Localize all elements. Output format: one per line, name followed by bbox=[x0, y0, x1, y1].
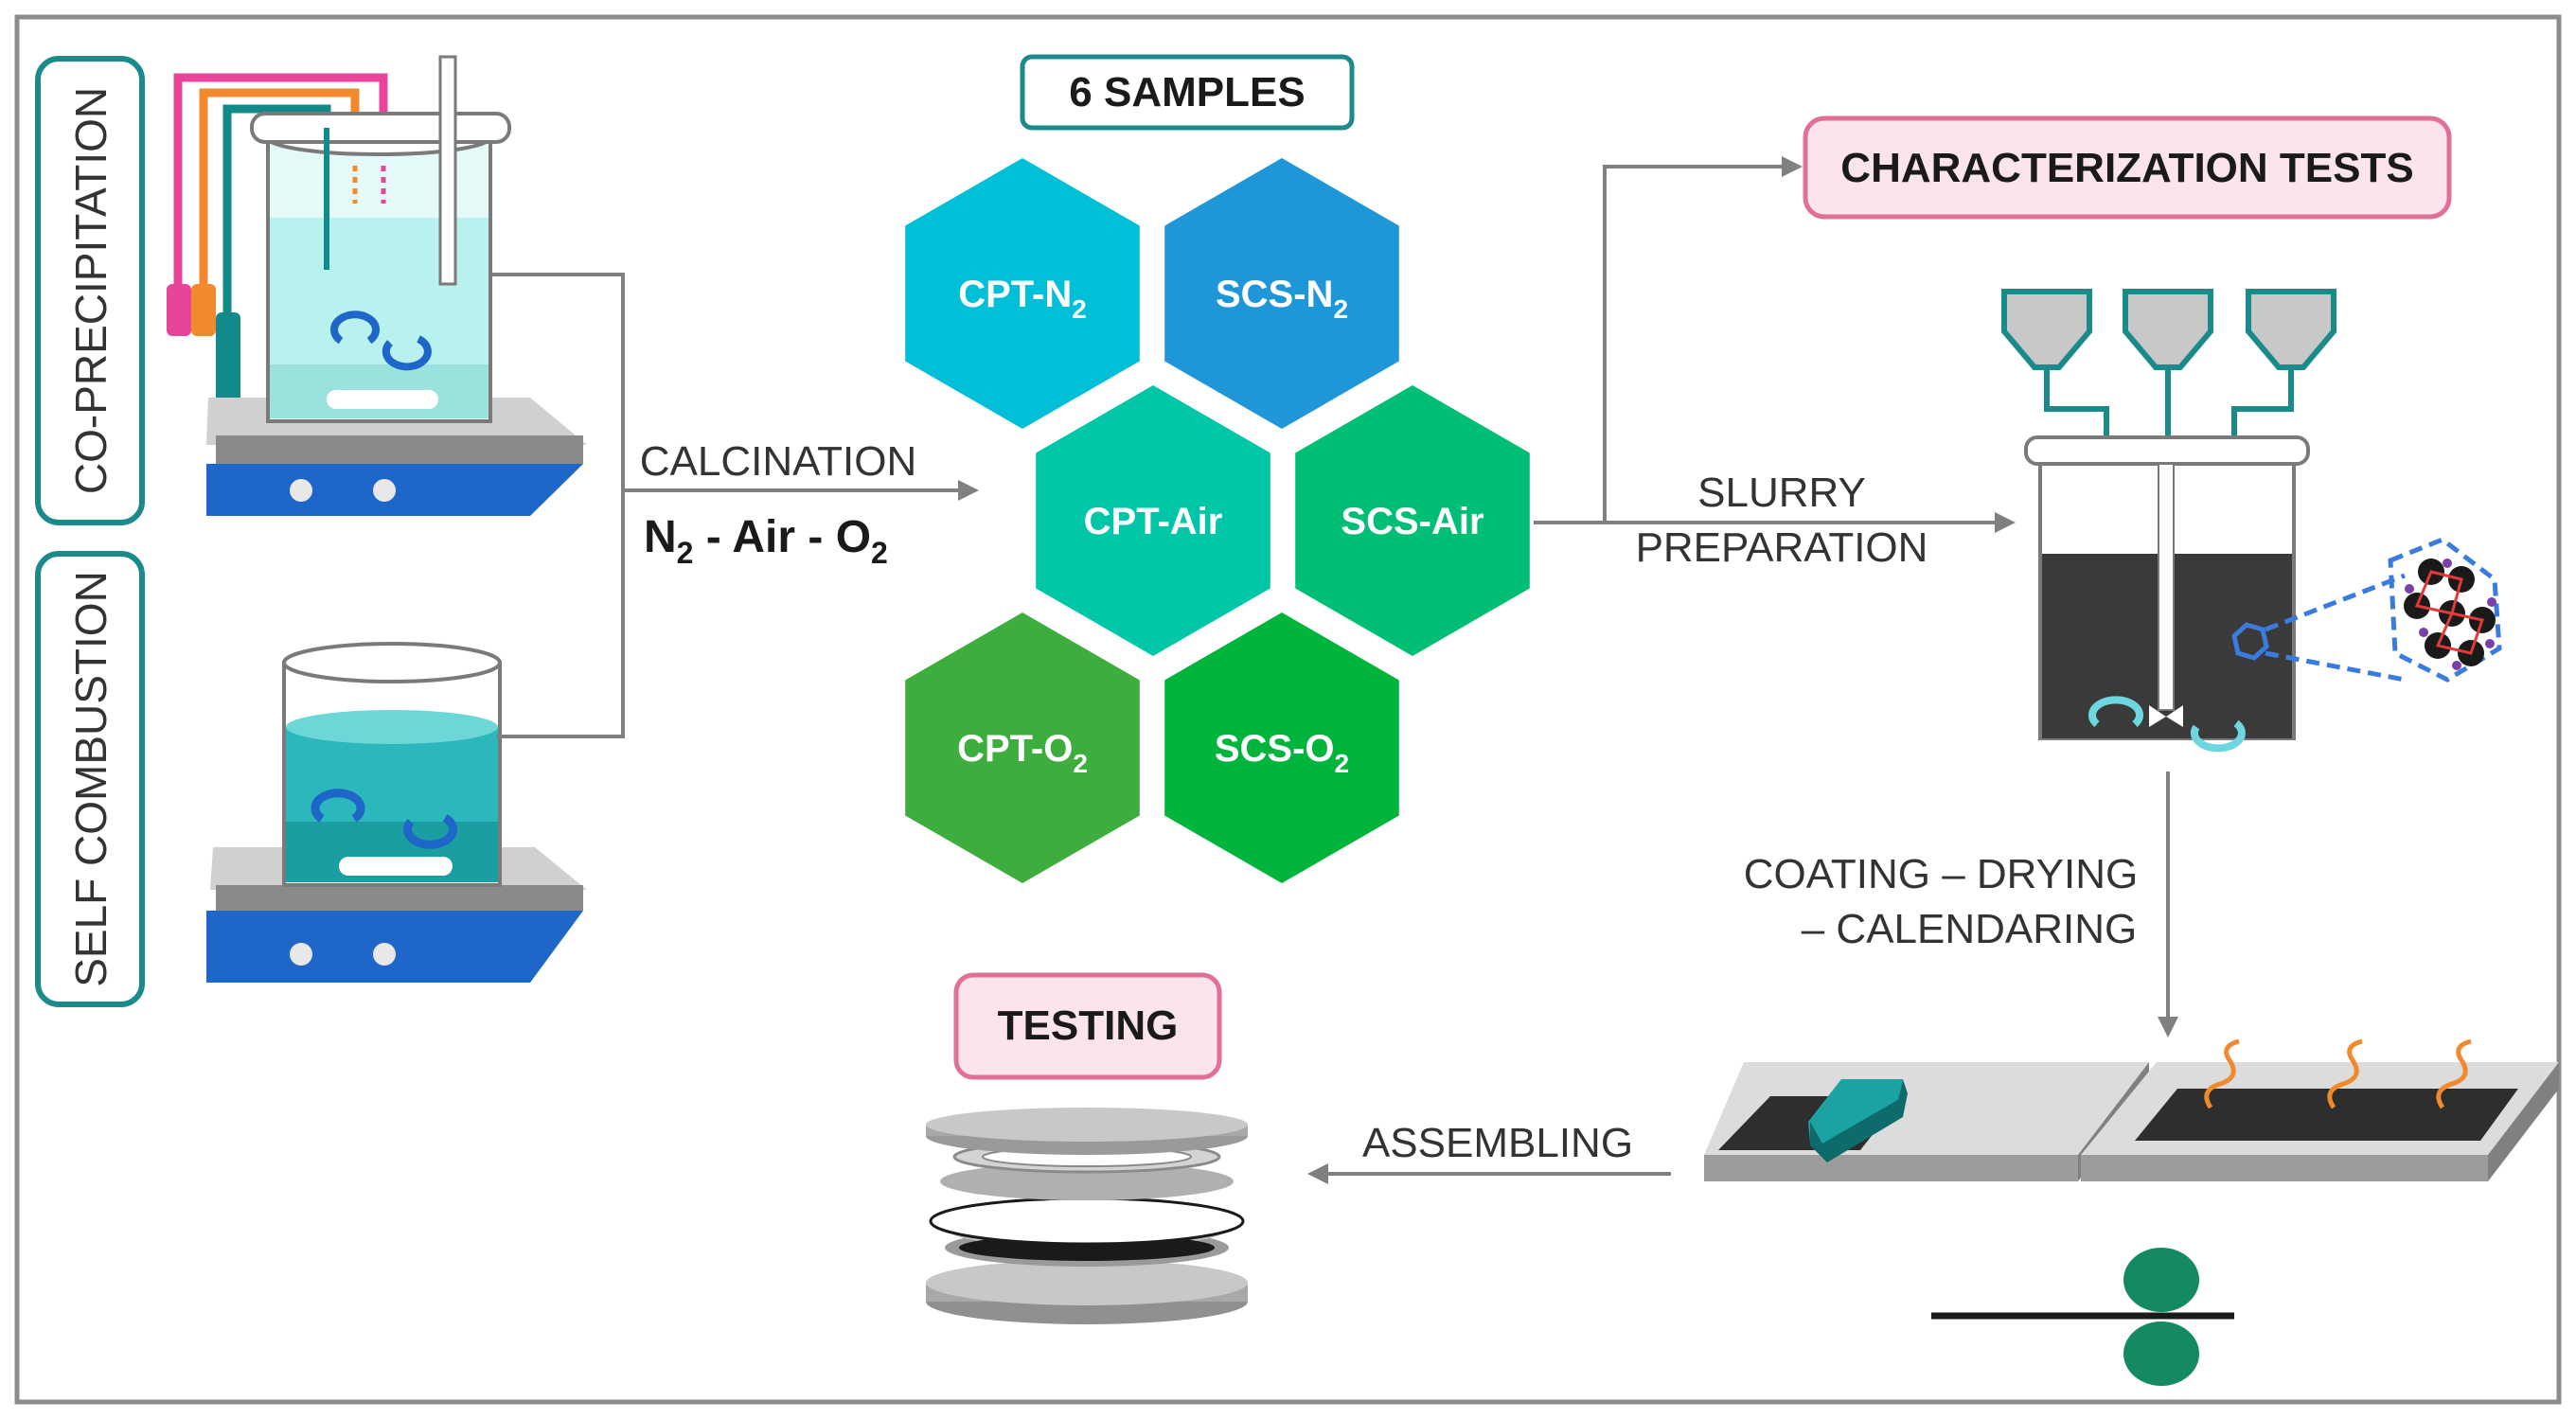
sample-hexagon-cpt-air bbox=[1036, 385, 1270, 656]
testing-label: TESTING bbox=[998, 1002, 1179, 1049]
assembling-label: ASSEMBLING bbox=[1362, 1120, 1633, 1166]
self-combustion-label: SELF COMBUSTION bbox=[66, 571, 115, 987]
characterization-label: CHARACTERIZATION TESTS bbox=[1840, 145, 2413, 191]
characterization-box: CHARACTERIZATION TESTS bbox=[1803, 115, 2452, 220]
sample-hexagon-cpt-o2 bbox=[905, 612, 1140, 883]
coating-label-line1: COATING – DRYING bbox=[1744, 851, 2138, 897]
coating-label-line2: – CALENDARING bbox=[1802, 906, 2138, 952]
co-precipitation-reactor-illustration bbox=[167, 55, 587, 516]
slurry-label-line1: SLURRY bbox=[1697, 470, 1866, 516]
sample-label-cpt-o2: CPT-O2 bbox=[957, 728, 1088, 778]
samples-title: 6 SAMPLES bbox=[1069, 69, 1305, 115]
testing-box: TESTING bbox=[953, 972, 1222, 1080]
dosing-line-orange bbox=[199, 88, 360, 308]
sample-hexagon-scs-n2 bbox=[1164, 158, 1399, 429]
calcination-label: CALCINATION bbox=[640, 438, 917, 485]
coin-cell-stack-illustration bbox=[926, 1108, 1248, 1324]
sample-hexagon-scs-air bbox=[1295, 385, 1530, 656]
synthesis-bracket bbox=[492, 273, 625, 738]
sample-label-scs-air: SCS-Air bbox=[1341, 501, 1483, 542]
coating-drying-illustration bbox=[1704, 1038, 2559, 1386]
slurry-mixer-illustration bbox=[2001, 289, 2502, 753]
slurry-label-line2: PREPARATION bbox=[1636, 524, 1928, 571]
sample-label-cpt-air: CPT-Air bbox=[1084, 501, 1223, 542]
sample-label-scs-o2: SCS-O2 bbox=[1215, 728, 1349, 778]
self-combustion-beaker-illustration bbox=[206, 642, 587, 983]
samples-title-box: 6 SAMPLES bbox=[1020, 54, 1355, 131]
dosing-line-pink bbox=[173, 73, 388, 308]
sample-label-scs-n2: SCS-N2 bbox=[1216, 274, 1348, 324]
co-precipitation-label-box: CO-PRECIPITATION bbox=[35, 56, 145, 525]
sample-hexagon-cpt-n2 bbox=[905, 158, 1140, 429]
sample-label-cpt-n2: CPT-N2 bbox=[958, 274, 1087, 324]
calcination-atmospheres: N2 - Air - O2 bbox=[644, 512, 888, 570]
sample-hexagon-scs-o2 bbox=[1164, 612, 1399, 883]
self-combustion-label-box: SELF COMBUSTION bbox=[35, 551, 145, 1007]
co-precipitation-label: CO-PRECIPITATION bbox=[66, 87, 115, 494]
